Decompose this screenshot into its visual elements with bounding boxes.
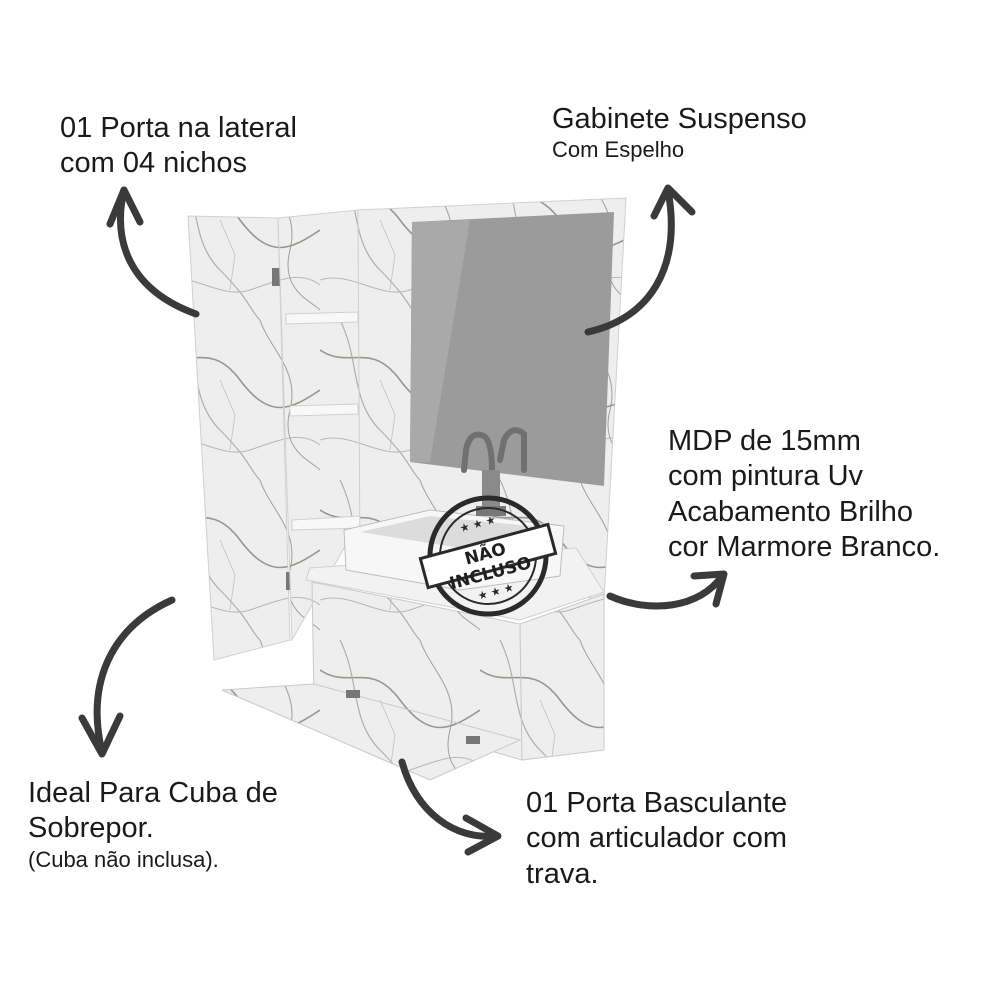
curved-arrow-icon <box>398 758 502 856</box>
cuba-line2: Sobrepor. <box>28 812 154 845</box>
curved-arrow-icon <box>78 596 176 758</box>
hinge-icon <box>346 690 360 698</box>
niche-column <box>277 209 363 642</box>
basculante-line3: trava. <box>526 857 599 890</box>
cuba-note: (Cuba não inclusa). <box>28 846 219 872</box>
mdp-line2: com pintura Uv <box>668 460 864 493</box>
hinge-icon <box>466 736 480 744</box>
basculante-label: 01 Porta Basculante com articulador com … <box>526 786 787 892</box>
back-panel <box>357 197 627 601</box>
basculante-door <box>221 683 522 781</box>
cuba-line1: Ideal Para Cuba de <box>28 777 278 809</box>
side-door-line2: com 04 nichos <box>60 147 247 180</box>
mdp-line3: Acabamento Brilho <box>668 495 914 528</box>
cabinet-title: Gabinete Suspenso <box>552 103 807 135</box>
curved-arrow-icon <box>106 186 200 318</box>
basculante-line2: com articulador com <box>526 822 788 855</box>
mdp-line1: MDP de 15mm <box>668 425 861 457</box>
cabinet-subtitle: Com Espelho <box>552 137 685 163</box>
side-door-label: 01 Porta na lateral com 04 nichos <box>60 111 297 182</box>
curved-arrow-icon <box>606 570 728 610</box>
cuba-label: Ideal Para Cuba de Sobrepor. (Cuba não i… <box>28 776 278 874</box>
basculante-line1: 01 Porta Basculante <box>526 787 788 819</box>
curved-arrow-icon <box>584 184 696 336</box>
mdp-label: MDP de 15mm com pintura Uv Acabamento Br… <box>668 424 940 566</box>
mirror <box>410 212 614 486</box>
cabinet-label: Gabinete Suspenso Com Espelho <box>552 102 807 164</box>
not-included-stamp-icon: ★ ★ ★ ★ ★ ★ <box>418 495 558 617</box>
side-door-line1: 01 Porta na lateral <box>60 112 297 144</box>
mdp-line4: cor Marmore Branco. <box>668 531 941 564</box>
